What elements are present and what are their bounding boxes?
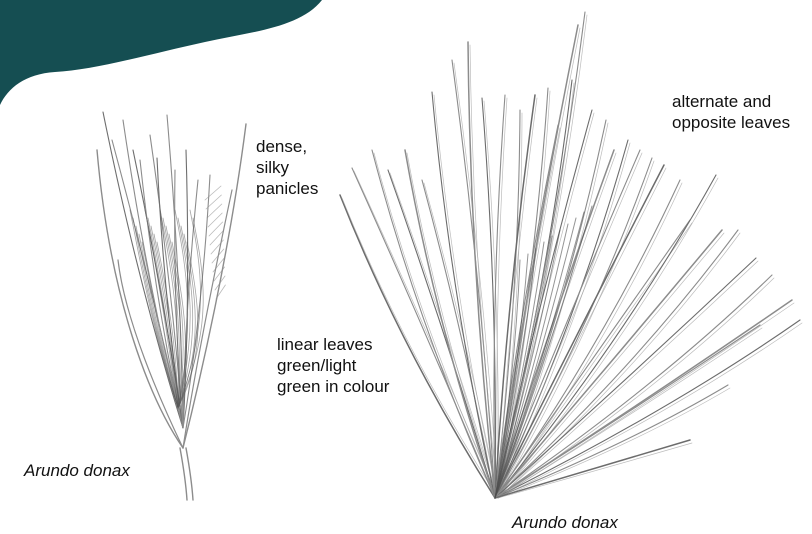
blade-stroke	[97, 150, 183, 448]
leaf-stroke	[495, 150, 614, 498]
species-caption-left: Arundo donax	[24, 460, 130, 481]
dense-panicles-label: dense, silky panicles	[256, 136, 318, 199]
panicle-drawing	[97, 112, 246, 500]
label-line: panicles	[256, 178, 318, 199]
leaf-stroke	[372, 150, 495, 498]
leaf-stroke	[498, 153, 642, 498]
corner-teal-shape	[0, 0, 322, 105]
label-line: dense,	[256, 136, 318, 157]
species-caption-right: Arundo donax	[512, 512, 618, 533]
label-line: green in colour	[277, 376, 389, 397]
leaf-stroke	[498, 233, 740, 498]
leaf-stroke	[495, 440, 690, 498]
stem-stroke	[180, 448, 187, 500]
label-line: opposite leaves	[672, 112, 790, 133]
leaf-fan-drawing	[340, 12, 802, 498]
label-line: linear leaves	[277, 334, 389, 355]
linear-leaves-label: linear leaves green/light green in colou…	[277, 334, 389, 397]
alternate-opposite-leaves-label: alternate and opposite leaves	[672, 91, 790, 133]
label-line: silky	[256, 157, 318, 178]
label-line: alternate and	[672, 91, 790, 112]
leaf-stroke	[495, 300, 792, 498]
label-line: green/light	[277, 355, 389, 376]
